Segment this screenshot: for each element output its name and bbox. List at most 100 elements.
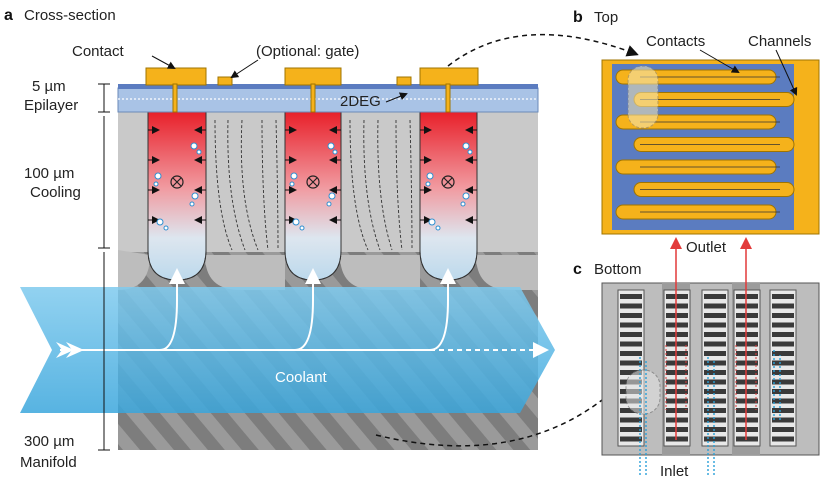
- heat-flux-arrows: [148, 126, 477, 224]
- channel-rung: [772, 436, 794, 442]
- panel-b-letter: b: [573, 9, 583, 26]
- inlet-chevron-icon: [66, 342, 84, 358]
- channel-rung: [736, 313, 758, 318]
- epilayer-thickness: 5 µm: [32, 78, 66, 95]
- channel-rung: [666, 313, 688, 318]
- channel-rung: [666, 417, 688, 423]
- gate-pointer: [230, 59, 259, 79]
- channel-rung: [736, 322, 758, 328]
- channel-rung: [736, 351, 758, 356]
- cooling-channels: [147, 111, 478, 281]
- channel-rung: [666, 303, 688, 309]
- channel-rung: [666, 389, 688, 394]
- channel-rung: [666, 341, 688, 347]
- field-lines: [214, 119, 413, 251]
- channel-rung: [666, 436, 688, 442]
- panel-a-title: Cross-section: [24, 7, 116, 24]
- channel-rung: [666, 351, 688, 356]
- channel-rung: [620, 436, 642, 442]
- coolant-label: Coolant: [275, 369, 328, 386]
- channel-rung: [736, 398, 758, 404]
- inlet-flow-lines: [639, 350, 781, 475]
- channel-rung: [620, 322, 642, 328]
- channel-rung: [736, 389, 758, 394]
- cooling-name: Cooling: [30, 184, 81, 201]
- gate-label: (Optional: gate): [256, 43, 359, 60]
- manifold-thickness: 300 µm: [24, 433, 74, 450]
- contacts-label: Contacts: [646, 33, 705, 50]
- channel-rung: [704, 408, 726, 413]
- manifold-lip: [205, 255, 285, 290]
- channel-rung: [704, 322, 726, 328]
- channel-rung: [772, 398, 794, 404]
- highlight-region: [627, 65, 659, 129]
- channel-rung: [620, 408, 642, 413]
- panel-c-title: Bottom: [594, 261, 642, 278]
- channel-openings: [147, 249, 478, 281]
- contacts-pointer: [699, 49, 740, 74]
- channel-rung: [620, 303, 642, 309]
- panel-b-title: Top: [594, 9, 618, 26]
- channel-rung: [620, 341, 642, 347]
- channel-rung: [620, 351, 642, 356]
- cooling-thickness: 100 µm: [24, 165, 74, 182]
- twodeg-pointer: [385, 92, 408, 103]
- manifold-lip: [340, 255, 420, 290]
- channel-rung: [772, 313, 794, 318]
- channel-rung: [620, 313, 642, 318]
- channel-rung: [772, 341, 794, 347]
- manifold-lip: [476, 255, 538, 290]
- channel-rung: [772, 370, 794, 375]
- panel-a-letter: a: [4, 7, 13, 24]
- channel-rung: [704, 398, 726, 404]
- dimension-brackets: [98, 83, 110, 451]
- channel-rung: [704, 379, 726, 385]
- channel-rung: [666, 332, 688, 337]
- channel-rung: [666, 408, 688, 413]
- channel-rung: [772, 417, 794, 423]
- channel-rung: [704, 370, 726, 375]
- contact-pointer: [151, 55, 176, 69]
- channel-rung: [704, 332, 726, 337]
- channels-label: Channels: [748, 33, 811, 50]
- manifold-name: Manifold: [20, 454, 77, 471]
- channel-rung: [772, 303, 794, 309]
- channel-rung: [620, 360, 642, 366]
- channel-rung: [666, 322, 688, 328]
- channel-rung: [620, 417, 642, 423]
- channel-rung: [666, 379, 688, 385]
- twodeg-label: 2DEG: [340, 93, 381, 110]
- channel-rung: [772, 351, 794, 356]
- channel-rung: [772, 322, 794, 328]
- epilayer: [117, 87, 539, 113]
- channel-rung: [666, 427, 688, 432]
- outlet-label: Outlet: [686, 239, 727, 256]
- channel-rung: [666, 294, 688, 299]
- channel-rung: [772, 379, 794, 385]
- channel-rung: [704, 417, 726, 423]
- channel-rung: [704, 436, 726, 442]
- channel-rung: [704, 303, 726, 309]
- inlet-label: Inlet: [660, 463, 689, 480]
- panel-c-letter: c: [573, 261, 582, 278]
- channel-rung: [736, 408, 758, 413]
- channel-rung: [736, 294, 758, 299]
- channel-rung: [736, 360, 758, 366]
- channel-rung: [666, 398, 688, 404]
- channel-rung: [704, 341, 726, 347]
- channel-rung: [704, 427, 726, 432]
- channel-rung: [736, 436, 758, 442]
- channel-rung: [772, 389, 794, 394]
- highlight-region: [625, 369, 661, 415]
- channel-rung: [736, 303, 758, 309]
- contact-label: Contact: [72, 43, 125, 60]
- channels-pointer: [775, 49, 798, 96]
- link-arrow-to-bottom: [375, 390, 615, 447]
- link-arrow-to-top: [447, 33, 639, 67]
- channel-rung: [620, 332, 642, 337]
- channel-rung: [736, 370, 758, 375]
- channel-rung: [620, 427, 642, 432]
- flow-lines: [60, 268, 549, 358]
- channel-rung: [736, 417, 758, 423]
